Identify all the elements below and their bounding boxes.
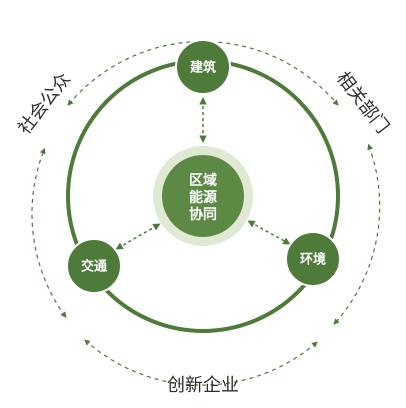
node-top-label: 建筑 bbox=[190, 60, 216, 76]
outer-label-right: 相关部门 bbox=[332, 68, 393, 138]
node-right: 环境 bbox=[285, 231, 341, 287]
center-label-line-2: 能源 bbox=[189, 189, 217, 206]
outer-dashed-arc-left bbox=[31, 147, 67, 318]
node-left-label: 交通 bbox=[81, 259, 107, 275]
center-label-line-1: 区域 bbox=[189, 172, 217, 189]
link-center-left bbox=[115, 223, 161, 250]
link-center-right bbox=[247, 220, 291, 245]
outer-dashed-arc-bottom bbox=[84, 339, 318, 386]
outer-label-left: 社会公众 bbox=[14, 69, 75, 139]
node-right-label: 环境 bbox=[300, 252, 326, 268]
center-label-line-3: 协同 bbox=[189, 206, 217, 223]
center-node bbox=[162, 155, 244, 237]
outer-dashed-arc-right bbox=[333, 143, 381, 325]
node-left: 交通 bbox=[66, 238, 122, 294]
node-top: 建筑 bbox=[175, 39, 231, 95]
outer-label-bottom: 创新企业 bbox=[167, 375, 239, 396]
